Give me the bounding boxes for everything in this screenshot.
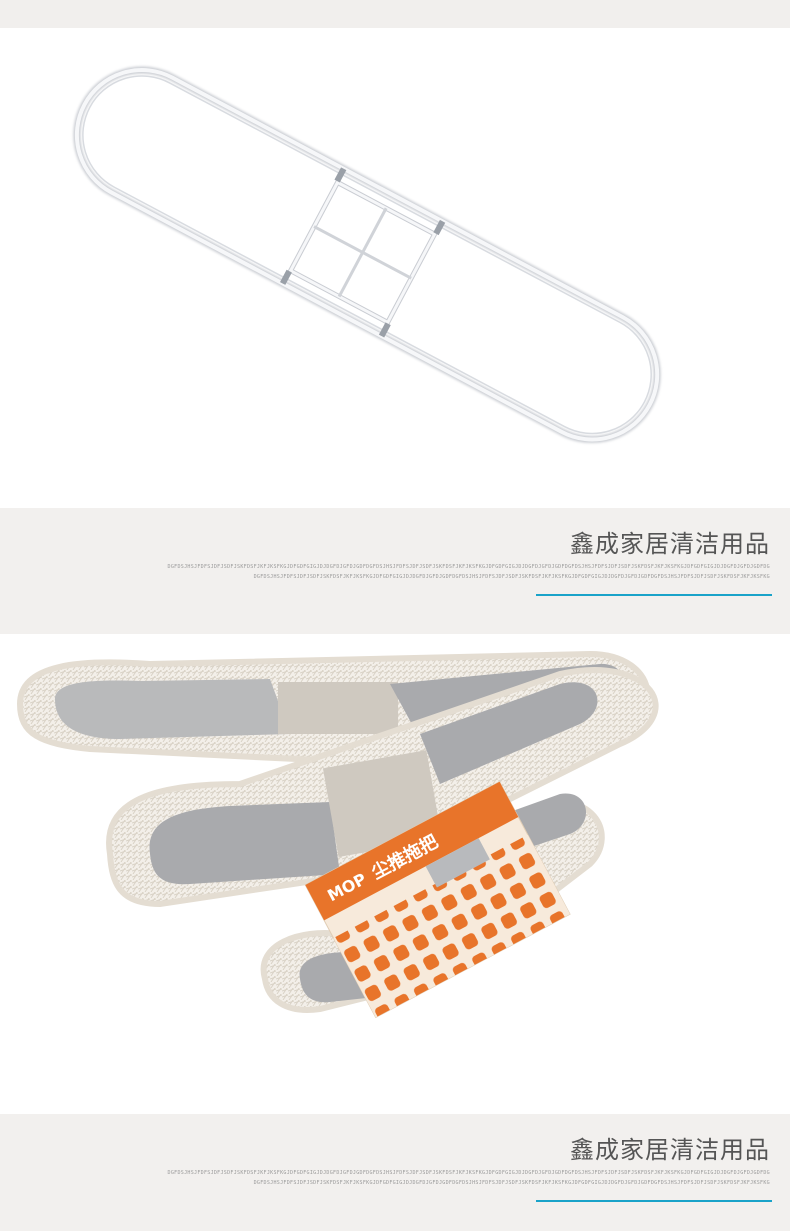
- frame-product-photo: [0, 28, 790, 508]
- fine-print-line: DGFDSJHSJFDFSJDFJSDFJSKFDSFJKFJKSFKGJDFG…: [253, 574, 770, 580]
- fine-print-line: DGFDSJHSJFDFSJDFJSDFJSKFDSFJKFJKSFKGJDFG…: [167, 1170, 770, 1176]
- brand-band-1: 鑫成家居清洁用品 DGFDSJHSJFDFSJDFJSDFJSKFDSFJKFJ…: [0, 508, 790, 634]
- brand-title: 鑫成家居清洁用品: [570, 530, 770, 558]
- fine-print-line: DGFDSJHSJFDFSJDFJSDFJSKFDSFJKFJKSFKGJDFG…: [253, 1180, 770, 1186]
- brand-title: 鑫成家居清洁用品: [570, 1136, 770, 1164]
- accent-rule: [536, 594, 772, 596]
- fine-print-line: DGFDSJHSJFDFSJDFJSDFJSKFDSFJKFJKSFKGJDFG…: [167, 564, 770, 570]
- top-band: [0, 0, 790, 28]
- mop-pads-illustration: MOP 尘推拖把: [16, 650, 659, 1019]
- brand-band-2: 鑫成家居清洁用品 DGFDSJHSJFDFSJDFJSDFJSKFDSFJKFJ…: [0, 1114, 790, 1231]
- mop-frame-illustration: [73, 66, 661, 443]
- package-insert: MOP 尘推拖把: [304, 781, 571, 1019]
- accent-rule: [536, 1200, 772, 1202]
- mop-pads-photo: MOP 尘推拖把: [0, 634, 790, 1114]
